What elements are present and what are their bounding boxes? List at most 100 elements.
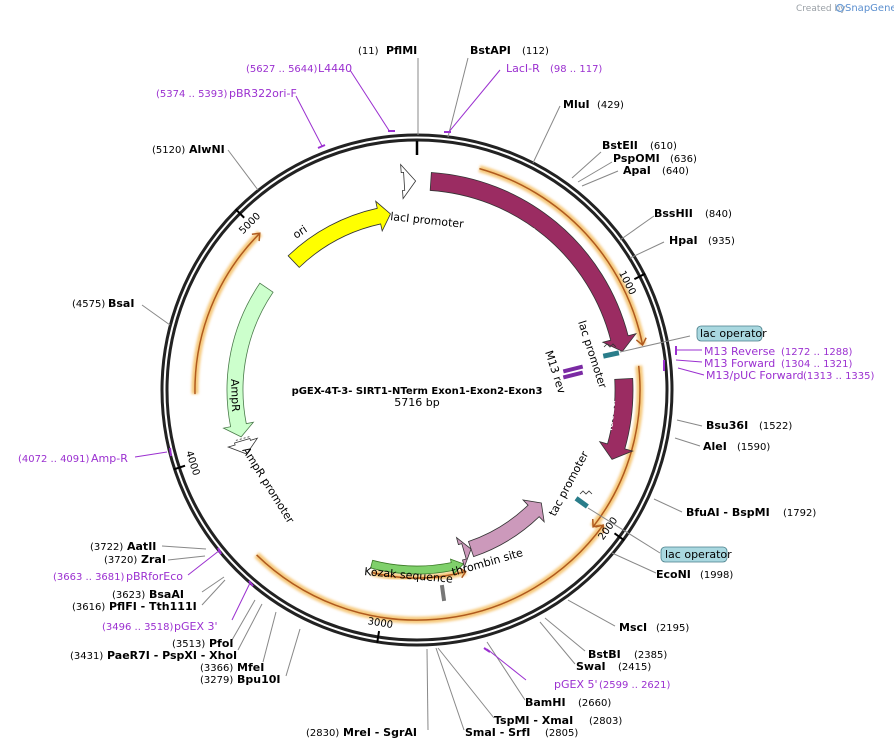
ampr-promoter-arrow[interactable] <box>226 437 259 455</box>
feature-layer <box>222 163 637 575</box>
primer-leaders <box>134 69 705 681</box>
site-label-apai[interactable]: ApaI(640) <box>623 164 689 177</box>
primer-label-l4440[interactable]: (5627 .. 5644)L4440 <box>246 62 352 75</box>
svg-text:(2195): (2195) <box>656 623 689 634</box>
svg-text:EcoNI: EcoNI <box>656 568 691 581</box>
ampr-arrow[interactable] <box>222 282 274 438</box>
svg-text:(2805): (2805) <box>545 728 578 739</box>
site-label-bstbi[interactable]: BstBI(2385) <box>588 648 667 661</box>
site-label-tspmi-xmai[interactable]: TspMI - XmaI(2803) <box>494 714 622 727</box>
orf-left-head <box>251 232 261 242</box>
svg-text:Bpu10I: Bpu10I <box>237 673 281 686</box>
primer-label-laci-r[interactable]: LacI-R(98 .. 117) <box>506 62 602 75</box>
credit-created-by: Created by <box>796 4 846 14</box>
tick-4000 <box>173 464 186 471</box>
lac-operator-label-2: lac operator <box>665 548 732 561</box>
site-label-alwni[interactable]: (5120)AlwNI <box>152 143 225 156</box>
svg-text:MfeI: MfeI <box>237 661 264 674</box>
svg-text:(3496 .. 3518): (3496 .. 3518) <box>102 622 174 633</box>
site-label-zrai[interactable]: (3720)ZraI <box>104 553 166 566</box>
site-label-mfei[interactable]: (3366) MfeI <box>200 661 264 674</box>
svg-text:BamHI: BamHI <box>525 696 566 709</box>
site-label-bsshii[interactable]: BssHII(840) <box>654 207 732 220</box>
primer-label-m13-forward[interactable]: M13 Forward(1304 .. 1321) <box>704 357 853 370</box>
site-label-pflmi[interactable]: (11)PflMI <box>358 44 417 57</box>
site-label-paer7i[interactable]: (3431)PaeR7I - PspXI - XhoI <box>70 649 237 662</box>
laci-promoter-arrow[interactable] <box>400 163 417 200</box>
site-label-mrei-sgrai[interactable]: (2830)MreI - SgrAI <box>306 726 417 739</box>
lacZa-label: lacZα <box>602 399 618 431</box>
site-label-bstapi[interactable]: BstAPI(112) <box>470 44 549 57</box>
site-label-pflfi-tth111i[interactable]: (3616)PflFI - Tth111I <box>72 600 197 613</box>
svg-text:MluI: MluI <box>563 98 590 111</box>
snapgene-logo-icon <box>835 3 845 13</box>
svg-text:(840): (840) <box>705 209 732 220</box>
site-label-bsaai[interactable]: (3623)BsaAI <box>112 588 184 601</box>
site-label-bsai[interactable]: (4575)BsaI <box>72 297 134 310</box>
ampr-separator <box>233 436 250 442</box>
site-label-bsteii[interactable]: BstEII(610) <box>602 139 677 152</box>
svg-text:M13/pUC Forward: M13/pUC Forward <box>706 369 804 382</box>
kozak-arrow[interactable] <box>370 558 465 575</box>
backbone-outer <box>160 133 674 647</box>
svg-text:AleI: AleI <box>703 440 727 453</box>
orf-outer-right[interactable] <box>479 167 644 346</box>
lac-operator-box-2[interactable]: lac operator <box>660 546 732 563</box>
site-label-pfoi[interactable]: (3513)PfoI <box>172 637 234 650</box>
gst-arrow[interactable] <box>467 499 545 558</box>
svg-text:(4072 .. 4091): (4072 .. 4091) <box>18 454 90 465</box>
site-label-bsu36i[interactable]: Bsu36I(1522) <box>706 419 792 432</box>
lacza-arrow[interactable] <box>598 377 634 460</box>
svg-text:PspOMI: PspOMI <box>613 152 660 165</box>
site-label-mlui[interactable]: MluI(429) <box>563 98 624 111</box>
orf-bottom-head <box>595 524 605 534</box>
svg-text:(935): (935) <box>708 236 735 247</box>
ampr-label: AmpR <box>228 379 242 413</box>
site-label-hpai[interactable]: HpaI(935) <box>669 234 735 247</box>
lac-operator-label-1: lac operator <box>700 327 767 340</box>
orf-bottom[interactable] <box>256 524 604 621</box>
thrombin-arrow[interactable] <box>455 536 472 569</box>
snapgene-logo[interactable]: SnapGene <box>835 3 894 14</box>
svg-text:(4575): (4575) <box>72 299 105 310</box>
primer-label-pbrforeco[interactable]: (3663 .. 3681)pBRforEco <box>53 570 183 583</box>
svg-text:(3366): (3366) <box>200 663 233 674</box>
primer-label-pgex-5[interactable]: pGEX 5'(2599 .. 2621) <box>554 678 671 691</box>
svg-text:M13 Forward: M13 Forward <box>704 357 775 370</box>
tick-3000 <box>376 630 381 644</box>
site-label-bfuai-bspmi[interactable]: BfuAI - BspMI(1792) <box>686 506 816 519</box>
svg-text:(1313 .. 1335): (1313 .. 1335) <box>803 371 875 382</box>
site-label-pspomi[interactable]: PspOMI(636) <box>613 152 697 165</box>
svg-text:(1272 .. 1288): (1272 .. 1288) <box>781 347 853 358</box>
site-label-bamhi[interactable]: BamHI(2660) <box>525 696 611 709</box>
svg-text:(3722): (3722) <box>90 542 123 553</box>
svg-text:(5374 .. 5393): (5374 .. 5393) <box>156 89 228 100</box>
tick-2000 <box>613 532 625 542</box>
site-label-swai[interactable]: SwaI(2415) <box>576 660 651 673</box>
svg-text:SwaI: SwaI <box>576 660 606 673</box>
primer-label-m13-reverse[interactable]: M13 Reverse(1272 .. 1288) <box>704 345 853 358</box>
orf-left[interactable] <box>194 232 261 395</box>
primer-label-m13-puc-forward[interactable]: M13/pUC Forward(1313 .. 1335) <box>706 369 875 382</box>
site-label-aatii[interactable]: (3722)AatII <box>90 540 156 553</box>
ori-arrow[interactable] <box>287 200 391 268</box>
svg-text:(5627 .. 5644): (5627 .. 5644) <box>246 64 318 75</box>
orf-kozak-inner[interactable] <box>371 570 466 579</box>
lac-operator-marker-1 <box>602 335 691 359</box>
svg-text:(11): (11) <box>358 46 379 57</box>
svg-text:Bsu36I: Bsu36I <box>706 419 748 432</box>
tac-promoter-label: tac promoter <box>546 449 591 519</box>
site-label-msci[interactable]: MscI(2195) <box>619 621 689 634</box>
svg-text:BstAPI: BstAPI <box>470 44 511 57</box>
primer-label-pgex-3[interactable]: (3496 .. 3518)pGEX 3' <box>102 620 218 633</box>
site-label-alei[interactable]: AleI(1590) <box>703 440 770 453</box>
site-label-econi[interactable]: EcoNI(1998) <box>656 568 733 581</box>
lac-operator-marker-2 <box>574 490 661 554</box>
site-label-smai-srfi[interactable]: SmaI - SrfI(2805) <box>465 726 578 739</box>
lac-operator-box-1[interactable]: lac operator <box>696 325 767 342</box>
svg-text:(2803): (2803) <box>589 716 622 727</box>
primer-label-amp-r[interactable]: (4072 .. 4091)Amp-R <box>18 452 128 465</box>
site-label-bpu10i[interactable]: (3279)Bpu10I <box>200 673 281 686</box>
svg-text:MreI - SgrAI: MreI - SgrAI <box>343 726 417 739</box>
primer-label-pbr322ori-f[interactable]: (5374 .. 5393)pBR322ori-F <box>156 87 297 100</box>
